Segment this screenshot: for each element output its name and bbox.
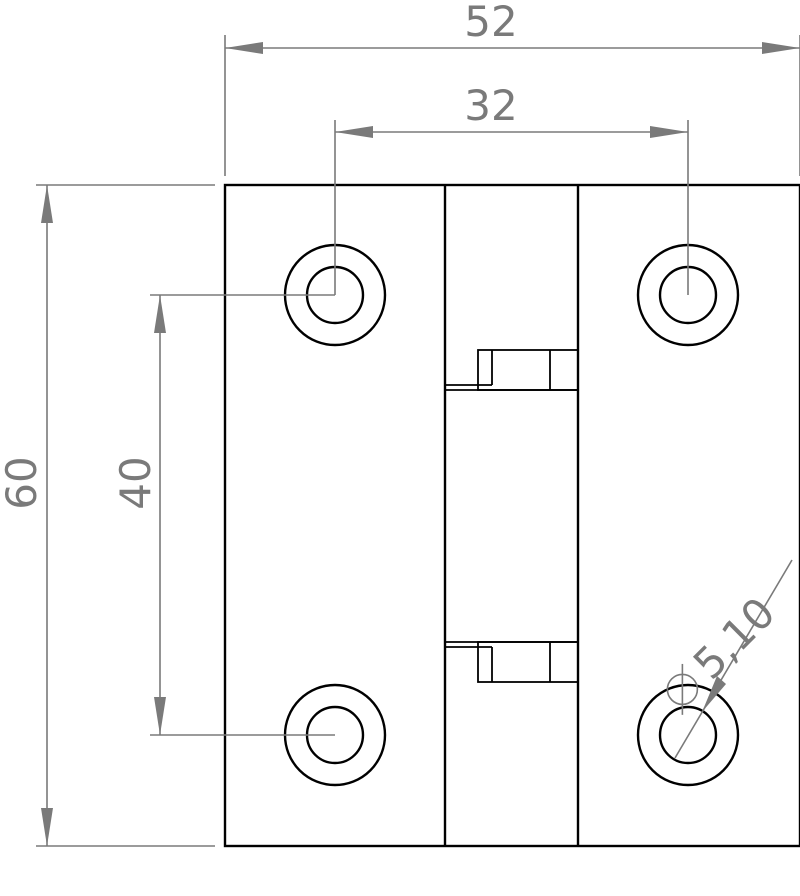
diameter-symbol-circle: [666, 673, 699, 706]
lower-pin-detail: [445, 641, 579, 683]
hole-bottom-right: [636, 683, 740, 787]
hinge-outline: [223, 183, 800, 848]
hole-spacing-horizontal-label: 32: [464, 81, 517, 130]
hole-diameter-label: 5,10: [684, 588, 785, 689]
dimension-hole-spacing-horizontal: 32: [334, 81, 689, 295]
overall-width-label: 52: [464, 0, 517, 46]
dimension-overall-height: 60: [0, 184, 215, 847]
dimension-hole-spacing-vertical: 40: [111, 294, 335, 736]
upper-pin-detail: [445, 349, 579, 391]
hole-spacing-vertical-label: 40: [111, 456, 160, 509]
overall-height-label: 60: [0, 456, 46, 509]
diameter-symbol-slash: [681, 663, 684, 715]
dimension-hole-diameter: 5,10: [666, 559, 793, 759]
dimension-overall-width: 52: [224, 0, 800, 176]
hinge-part: [223, 183, 800, 848]
